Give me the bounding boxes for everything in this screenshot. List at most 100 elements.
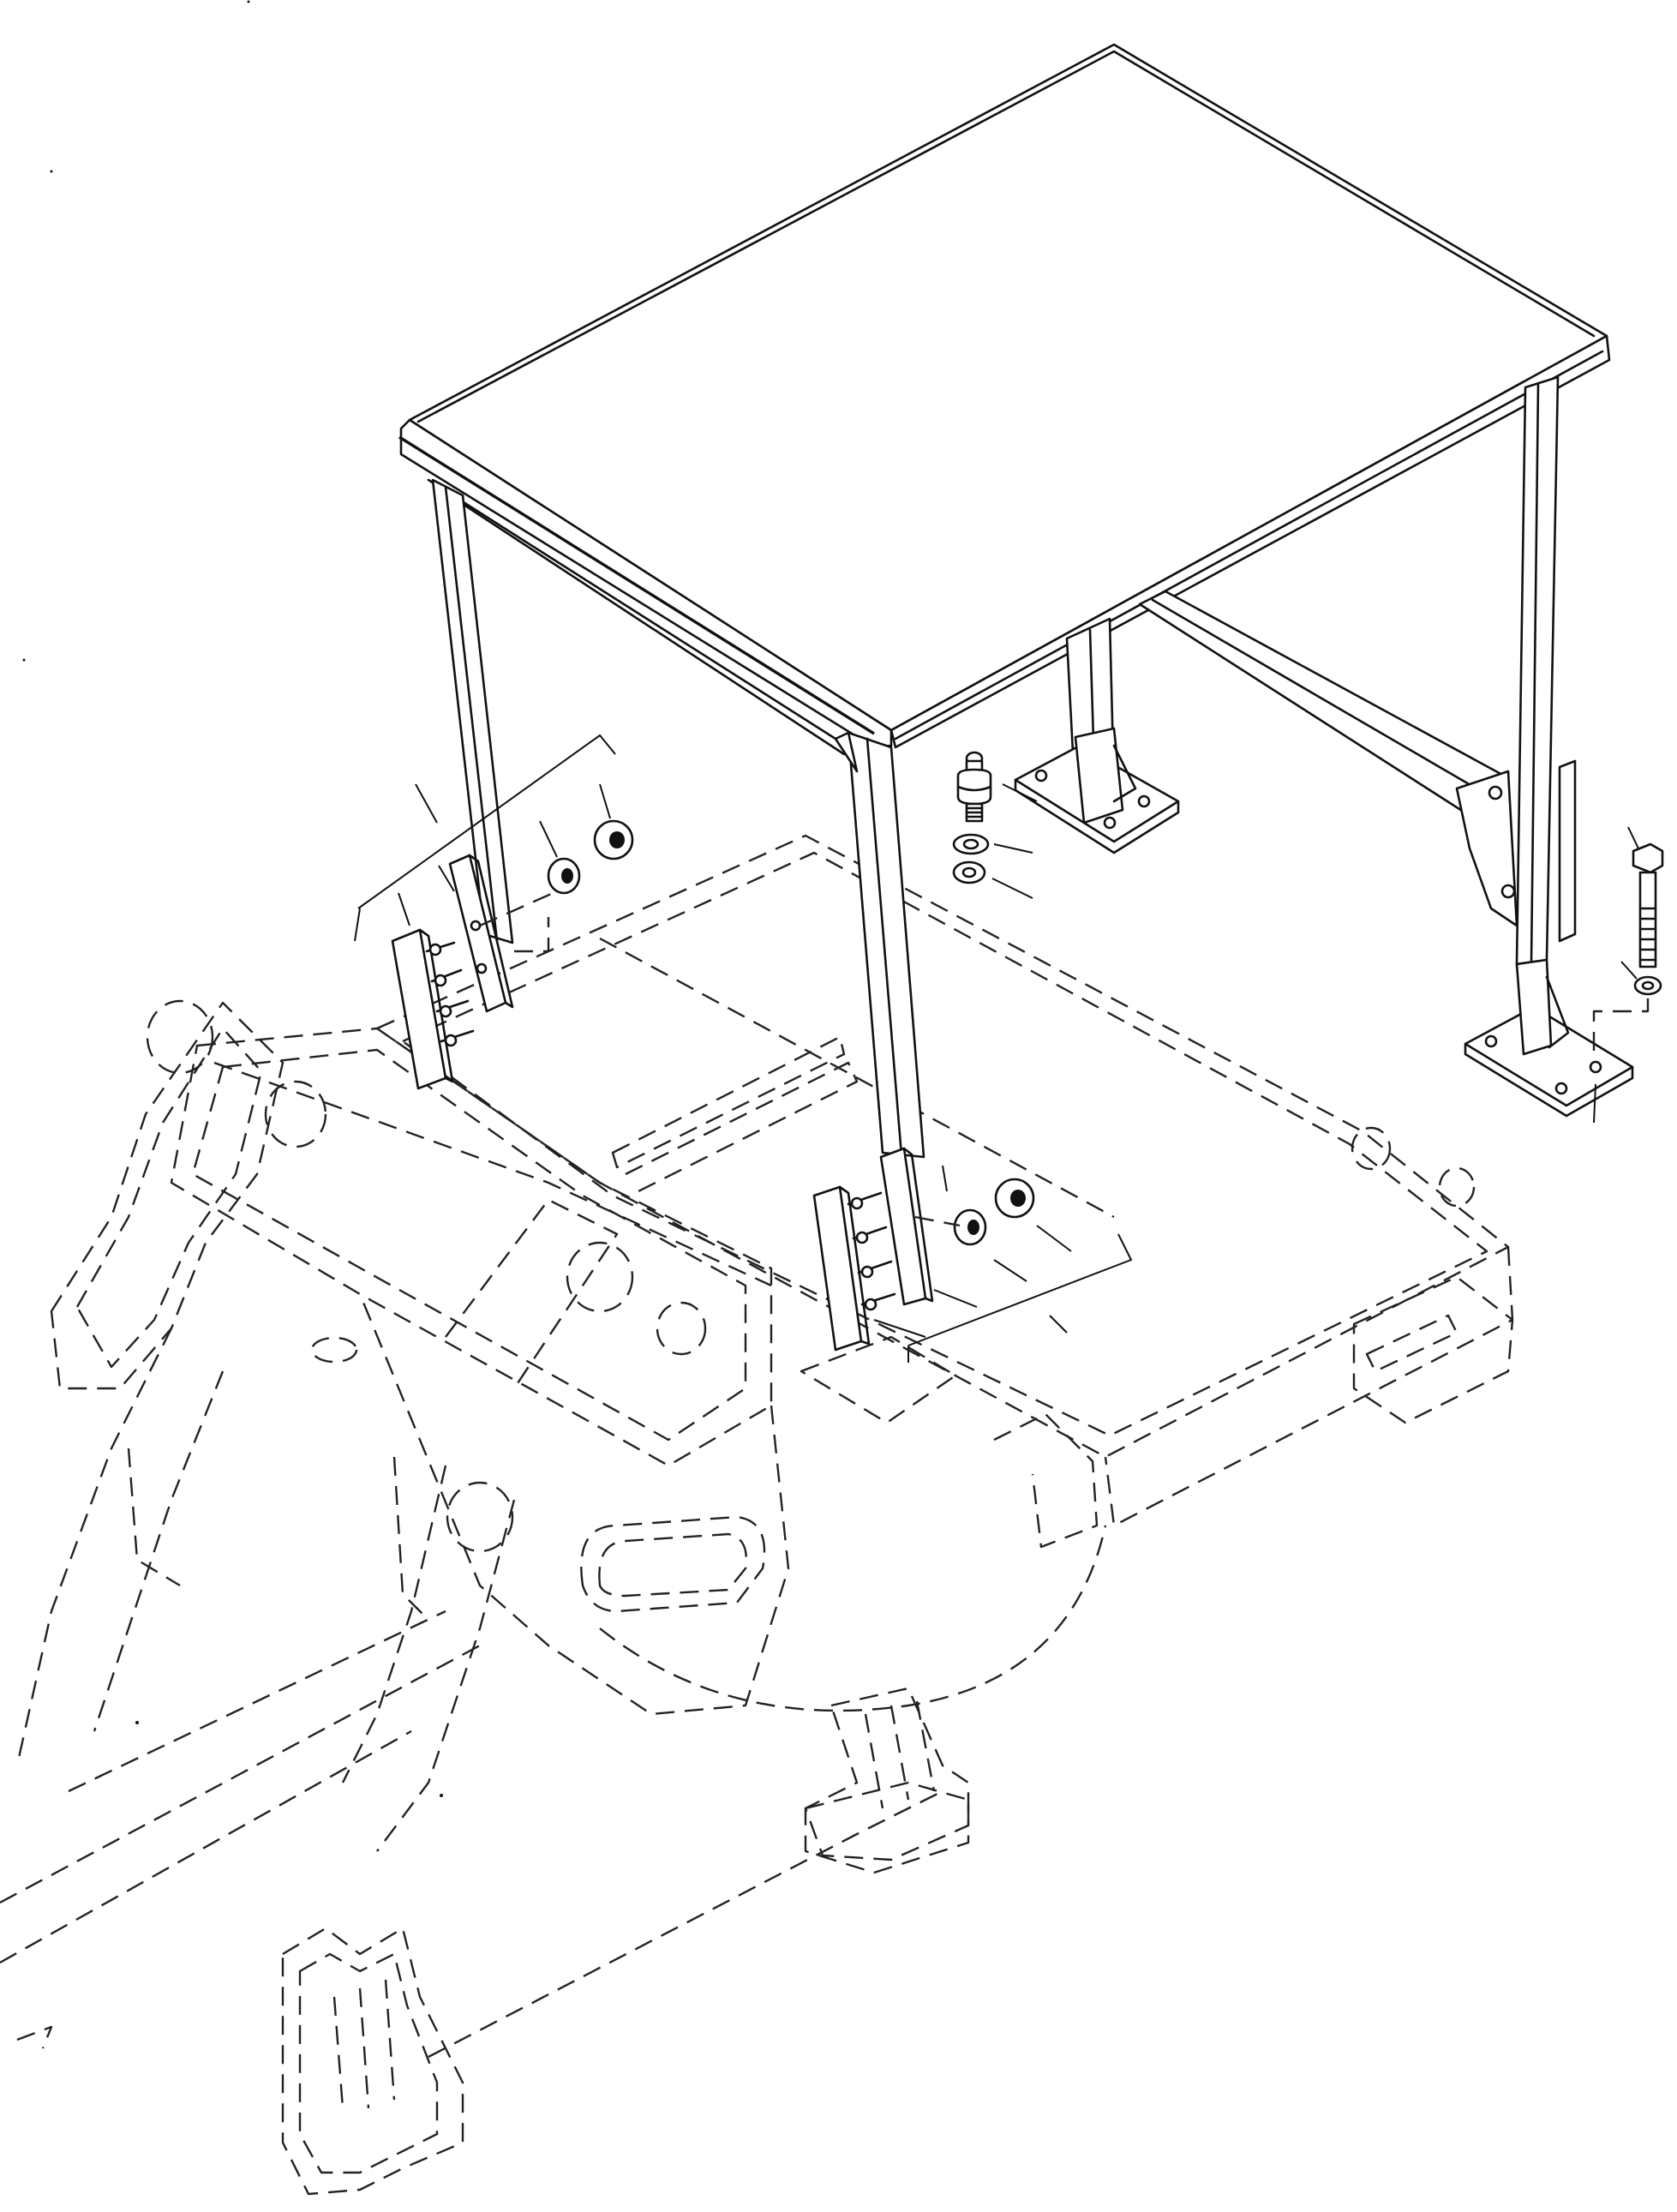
frame-pivot-6 — [1351, 1126, 1392, 1171]
frame-slot — [611, 1035, 846, 1169]
roof-front-rim-edge — [398, 435, 875, 735]
frame-left-edge-2 — [392, 1456, 429, 1621]
base-plate-inner-hole-1 — [1034, 769, 1048, 782]
isolator-body-ring — [956, 785, 992, 792]
left-bracket-assembly — [354, 734, 634, 1090]
frame-pivot-7 — [1438, 1166, 1476, 1208]
roof-top-inner-edge — [416, 50, 1596, 423]
right-bolt-group — [1592, 826, 1664, 1124]
isolator-body — [956, 768, 992, 806]
margin-marks — [22, 0, 443, 1797]
cross-brace-gusset — [1455, 770, 1518, 927]
frame-hatch — [580, 1515, 766, 1613]
center-mount-plate-front-face — [838, 1185, 871, 1346]
frame-chassis-bottom-curve — [599, 1525, 1107, 1712]
center-mount-plate-back — [879, 1147, 927, 1306]
isolator-leader-1 — [1002, 783, 1038, 802]
center-mount-plate-front — [812, 1185, 863, 1352]
base-plate-right-rib — [1515, 958, 1553, 1056]
center-leader-bracket — [907, 1233, 1133, 1363]
base-plate-right-hole-1 — [1484, 1034, 1498, 1048]
frame-foot-left — [281, 1927, 464, 2196]
center-bracket-assembly — [812, 1147, 1133, 1363]
frame-arm-long-2 — [213, 1061, 772, 1287]
isolator-nut-hole — [961, 866, 977, 878]
frame-side-box — [1352, 1275, 1514, 1424]
frame-pivot-3 — [566, 1241, 634, 1313]
center-leader-plate-2 — [933, 1289, 978, 1308]
post-rear-right-bracket — [1558, 759, 1577, 943]
center-washer-hole — [967, 1220, 979, 1235]
left-leader-plate-2 — [438, 865, 455, 892]
frame-foot-right-pad — [804, 1781, 970, 1874]
roof-side-rim-edge — [894, 350, 1604, 740]
canopy-roof — [398, 43, 1611, 756]
base-plate-inner-hole-2 — [1137, 794, 1151, 808]
frame-platform-side — [1104, 1246, 1514, 1527]
center-leader-plate-1 — [873, 1319, 926, 1338]
center-mount-plate-back-face — [902, 1147, 934, 1303]
frame-lower-beam-4 — [68, 1610, 446, 1793]
frame-loader-arm-4 — [376, 1499, 516, 1852]
frame-foot-left-inner — [298, 1952, 439, 2174]
frame-crossbar-2 — [625, 1061, 859, 1193]
left-washer-hole — [561, 868, 573, 884]
left-leader-plate-1 — [398, 892, 410, 926]
right-leader-plate — [1593, 1083, 1596, 1124]
post-front-left-edge — [865, 737, 903, 1157]
base-plate-inner-rib — [1074, 727, 1124, 824]
frame-access-hole — [310, 1336, 358, 1364]
center-leader-plate-3 — [942, 1165, 948, 1192]
frame-lower-beam-3 — [428, 1789, 943, 2059]
post-rear-left-edge — [444, 485, 499, 943]
base-plate-right-hole-2 — [1589, 1060, 1602, 1074]
center-nut-hole — [1010, 1190, 1026, 1207]
frame-lift-arm-left — [50, 1001, 284, 1390]
frame-chassis-inner — [191, 1048, 747, 1442]
frame-lower-beam — [0, 1644, 481, 1904]
isolator-mount-stack — [952, 751, 1038, 899]
frame-left-edge-1 — [127, 1448, 181, 1587]
base-plate-right-thickness — [1464, 1042, 1634, 1118]
roof-top-panel — [408, 43, 1608, 732]
frame-arm-long — [445, 1198, 619, 1389]
left-dash-link — [479, 890, 558, 953]
right-leader-washer — [1620, 961, 1638, 980]
right-bolt-head — [1632, 842, 1664, 874]
frame-pivot-5 — [656, 1301, 707, 1356]
frame-loader-arm-3 — [341, 1465, 447, 1783]
gusset-hole-1 — [1488, 785, 1503, 800]
left-studs — [425, 920, 488, 1047]
frame-foot-left-ribs — [332, 1979, 396, 2109]
left-nut-hole — [609, 831, 625, 848]
roof-underside-line — [427, 478, 837, 740]
right-bolt-thread — [1638, 907, 1657, 962]
frame-cab-pad — [800, 1335, 957, 1424]
right-leader-bolt — [1627, 826, 1639, 849]
base-plate-inner-fin — [1112, 744, 1137, 803]
isolator-leader-3 — [991, 878, 1033, 899]
left-leader-bracket — [354, 734, 616, 942]
center-studs — [847, 1191, 896, 1311]
left-mount-plate-back-face — [468, 854, 514, 1009]
post-front-left-gusset — [834, 731, 859, 773]
frame-loader-arm-1 — [15, 1328, 173, 1766]
isolator-thread — [965, 806, 984, 818]
cross-brace — [1138, 590, 1506, 824]
frame-foot-right-ribs — [864, 1700, 936, 1809]
center-leader-nut — [1036, 1225, 1072, 1252]
frame-loader-arm-2 — [93, 1370, 225, 1732]
base-plate-inner-thickness — [1014, 778, 1180, 854]
frame-lift-arm-left-inner — [75, 1027, 263, 1369]
isolator-leader-2 — [993, 843, 1033, 854]
base-plate-right-hole-3 — [1554, 1082, 1568, 1095]
left-leader-washer — [539, 820, 558, 858]
isolator-washer-hole — [962, 838, 979, 850]
post-front-left — [847, 731, 925, 1159]
canopy-posts — [431, 375, 1634, 1159]
base-plate-inner-hole-3 — [1103, 816, 1117, 830]
frame-side-box-slot — [1365, 1314, 1458, 1373]
right-lock-washer-hole — [1641, 980, 1655, 991]
frame-foot-right — [804, 1687, 970, 1861]
